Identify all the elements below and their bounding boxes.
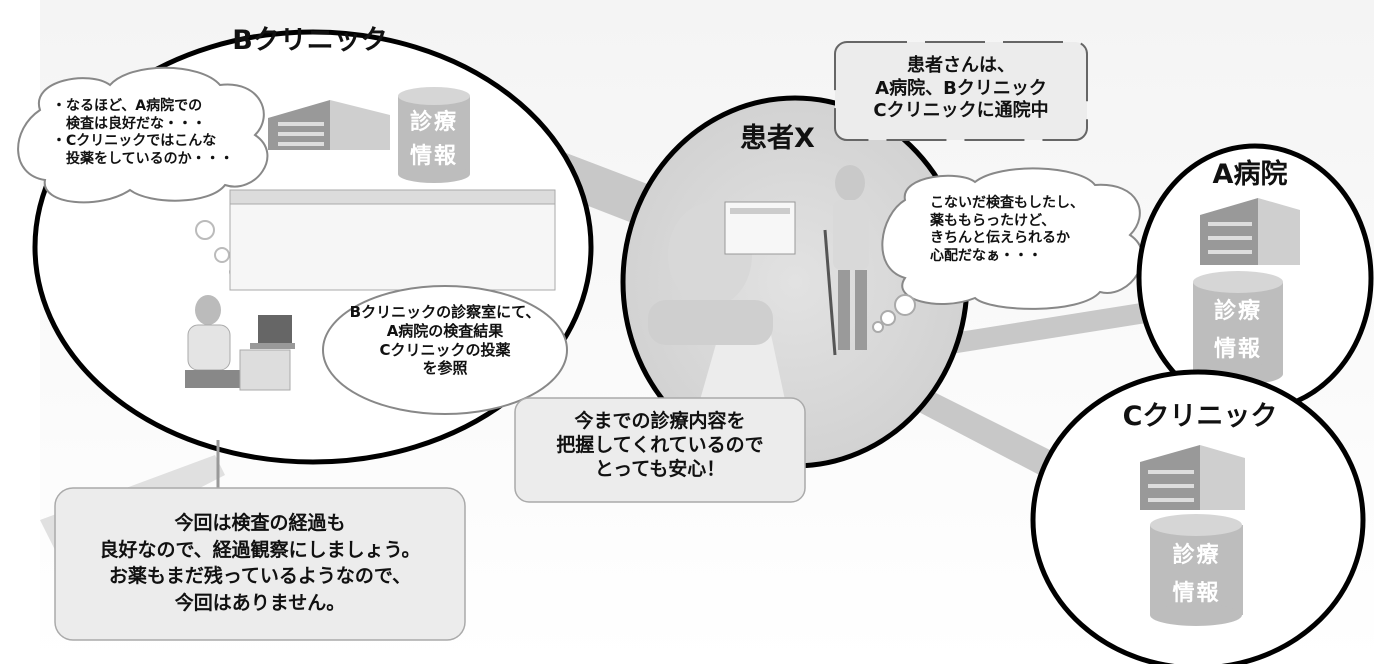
hospital-a-building-icon — [1200, 198, 1300, 265]
patient-thought-text: こないだ検査もしたし、 薬ももらったけど、 きちんと伝えられるか 心配だなぁ・・… — [930, 195, 1130, 265]
clinic-c-title: Cクリニック — [1122, 401, 1278, 432]
thought-line: きちんと伝えられるか — [930, 230, 1070, 246]
thought-dot — [894, 294, 916, 316]
medical-schedule-table — [229, 189, 556, 291]
doctor-line: 今回はありません。 — [174, 591, 346, 614]
db-label-line: 情報 — [409, 144, 458, 169]
speech-line: Cクリニックの投薬 — [379, 340, 511, 359]
db-label-line: 情報 — [1213, 337, 1262, 362]
note-line: Cクリニックに通院中 — [873, 100, 1049, 121]
thought-line: ・なるほど、A病院での — [52, 98, 203, 114]
clinic-b-db-label: 診療 情報 — [398, 104, 470, 174]
clinic-c-database-icon — [1150, 514, 1243, 626]
doctor-box — [54, 487, 466, 641]
patient-note-box — [834, 41, 1088, 141]
thought-dot — [880, 310, 896, 326]
thought-line: ・Cクリニックではこんな — [52, 133, 217, 149]
thought-line: 検査は良好だな・・・ — [66, 115, 206, 132]
clinic-b-speech-text: Bクリニックの診察室にて、 A病院の検査結果 Cクリニックの投薬 を参照 — [330, 303, 560, 378]
thought-dot — [214, 247, 230, 263]
thought-line: 心配だなぁ・・・ — [930, 247, 1042, 264]
clinic-c-db-label: 診療 情報 — [1150, 537, 1243, 617]
note-line: A病院、Bクリニック — [875, 77, 1047, 99]
doctor-line: 良好なので、経過観察にしましょう。 — [99, 538, 421, 561]
clinic-b-database-icon — [398, 87, 470, 183]
relief-line: 今までの診療内容を — [574, 410, 746, 432]
note-line: 患者さんは、 — [907, 55, 1015, 76]
db-label-line: 診療 — [1213, 299, 1262, 324]
clinic-b-thought-text: ・なるほど、A病院での 検査は良好だな・・・ ・Cクリニックではこんな 投薬をし… — [52, 98, 272, 168]
hospital-a-db-label: 診療 情報 — [1193, 293, 1283, 373]
doctor-line: お薬もまだ残っているようなので、 — [108, 565, 412, 588]
speech-line: A病院の検査結果 — [386, 321, 504, 340]
patient-title: 患者X — [740, 123, 815, 154]
db-label-line: 情報 — [1172, 581, 1221, 606]
thought-dot — [195, 220, 215, 240]
clinic-c-building-icon — [1140, 445, 1245, 510]
relief-line: とっても安心！ — [594, 457, 726, 480]
thought-line: 投薬をしているのか・・・ — [66, 150, 234, 167]
patient-note-text: 患者さんは、 A病院、Bクリニック Cクリニックに通院中 — [840, 55, 1082, 123]
patient-card-icon — [724, 201, 796, 255]
thought-line: 薬ももらったけど、 — [930, 212, 1056, 229]
clinic-b-title: Bクリニック — [232, 25, 388, 56]
patient-standing-figure — [823, 165, 869, 356]
relief-box — [514, 397, 806, 503]
clinic-b-thought-cloud — [17, 66, 269, 204]
doctor-figure — [185, 295, 295, 391]
clinic-b-speech-ellipse — [322, 285, 568, 415]
doctor-line: 今回は検査の経過も — [174, 512, 346, 534]
db-label-line: 診療 — [409, 110, 458, 135]
band-patient-to-a — [940, 300, 1165, 355]
doctor-text: 今回は検査の経過も 良好なので、経過観察にしましょう。 お薬もまだ残っているよう… — [55, 510, 465, 616]
hospital-a-title: A病院 — [1212, 159, 1288, 190]
clinic-b-building-icon — [268, 100, 390, 150]
speech-line: Bクリニックの診察室にて、 — [349, 303, 541, 321]
thought-line: こないだ検査もしたし、 — [930, 195, 1084, 211]
relief-line: 把握してくれているので — [556, 433, 764, 456]
db-label-line: 診療 — [1172, 543, 1221, 568]
relief-text: 今までの診療内容を 把握してくれているので とっても安心！ — [515, 410, 805, 481]
speech-line: を参照 — [422, 359, 468, 378]
thought-dot — [872, 321, 884, 333]
